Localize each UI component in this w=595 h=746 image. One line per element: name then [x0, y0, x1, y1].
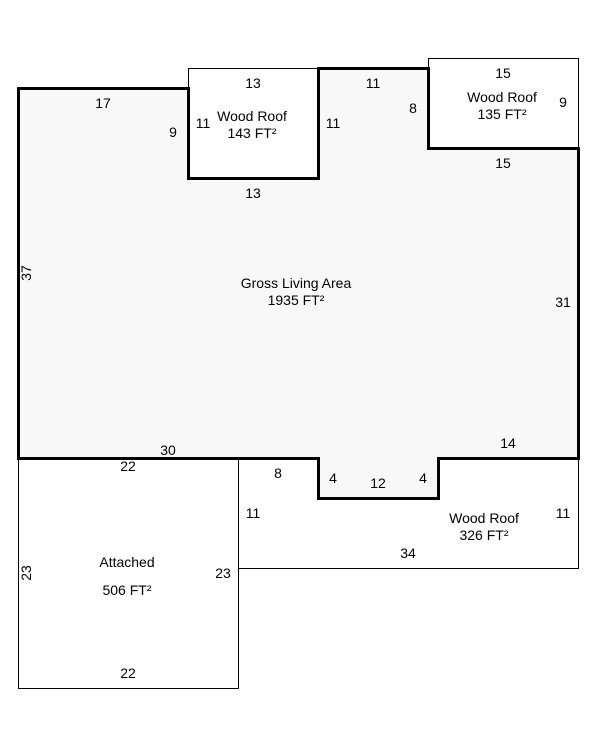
- dim-label: 15: [495, 65, 511, 81]
- dim-label: 14: [500, 435, 516, 451]
- wood-roof-1-name: Wood Roof: [217, 108, 287, 124]
- dim-label: 11: [366, 75, 381, 91]
- dim-label: 13: [245, 75, 261, 91]
- wood-roof-3-size: 326 FT²: [459, 527, 508, 543]
- dim-label: 23: [18, 565, 34, 581]
- dim-label: 9: [559, 94, 567, 110]
- gross-living-area-name: Gross Living Area: [241, 275, 352, 291]
- dim-label: 34: [400, 545, 416, 561]
- wood-roof-2-size: 135 FT²: [477, 106, 526, 122]
- dim-label: 22: [120, 458, 136, 474]
- dim-label: 9: [169, 124, 177, 140]
- dim-label: 13: [245, 185, 261, 201]
- dim-label: 15: [495, 155, 511, 171]
- dim-label: 11: [556, 505, 571, 521]
- wood-roof-2-name: Wood Roof: [467, 89, 537, 105]
- attached-name: Attached: [99, 554, 154, 570]
- dim-label: 23: [215, 565, 231, 581]
- attached-outline: [18, 458, 239, 689]
- dim-label: 22: [120, 665, 136, 681]
- gross-living-area-size: 1935 FT²: [268, 292, 325, 308]
- dim-label: 17: [95, 95, 111, 111]
- dim-label: 31: [555, 294, 571, 310]
- wood-roof-3-name: Wood Roof: [449, 510, 519, 526]
- wood-roof-1-size: 143 FT²: [227, 125, 276, 141]
- dim-label: 11: [246, 505, 261, 521]
- dim-label: 12: [370, 475, 386, 491]
- dim-label: 11: [196, 115, 211, 131]
- dim-label: 11: [326, 115, 341, 131]
- dim-label: 30: [160, 442, 176, 458]
- dim-label: 8: [274, 465, 282, 481]
- dim-label: 37: [18, 265, 34, 281]
- dim-label: 4: [419, 470, 427, 486]
- dim-label: 8: [409, 100, 417, 116]
- gross-living-area-outline: [17, 67, 580, 500]
- attached-size: 506 FT²: [102, 582, 151, 598]
- dim-label: 4: [329, 470, 337, 486]
